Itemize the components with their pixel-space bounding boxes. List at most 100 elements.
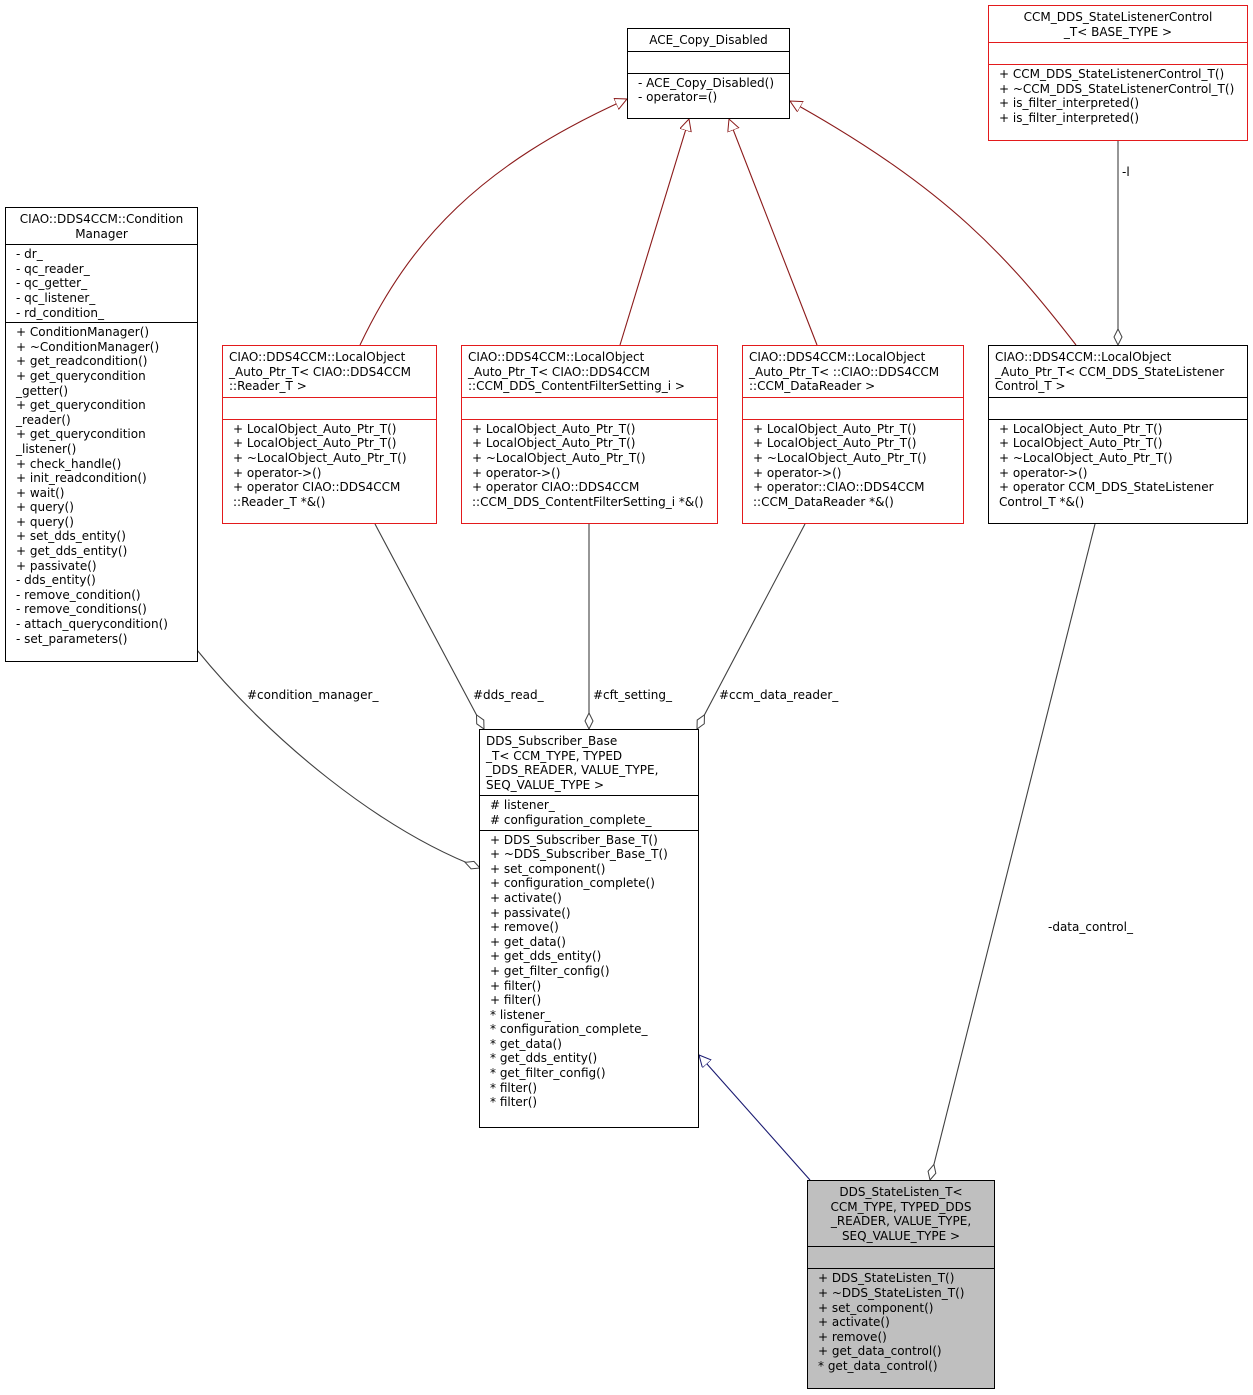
operation-line: + LocalObject_Auto_Ptr_T() [472,436,636,451]
edge-statelistener-to-ace [790,101,1077,346]
class-name-line: CIAO::DDS4CCM::LocalObject [749,350,926,364]
edge-label-ccm-data-reader: #ccm_data_reader_ [719,688,839,702]
edge-label-l: -l [1122,165,1130,179]
class-attributes [989,396,1247,419]
operation-line: + ~LocalObject_Auto_Ptr_T() [472,450,646,465]
class-operations: + LocalObject_Auto_Ptr_T()+ LocalObject_… [989,418,1247,512]
operation-line: + operator->() [472,465,561,480]
class-name-line: _T< CCM_TYPE, TYPED [486,748,623,763]
operation-line: + LocalObject_Auto_Ptr_T() [999,421,1163,436]
class-name-line: CIAO::DDS4CCM::LocalObject [468,350,645,364]
operation-line: - remove_condition() [16,587,141,602]
attribute-line: - dr_ [16,247,43,262]
class-attributes [743,396,963,419]
operation-line: * filter() [490,1095,538,1110]
class-operations: + DDS_StateListen_T()+ ~DDS_StateListen_… [808,1268,994,1375]
operation-line: + operator->() [233,465,322,480]
edge-label-dds-read: #dds_read_ [473,688,544,702]
class-dds-subscriber-base[interactable]: DDS_Subscriber_Base_T< CCM_TYPE, TYPED_D… [479,729,699,1128]
class-localobject-datareader[interactable]: CIAO::DDS4CCM::LocalObject_Auto_Ptr_T< :… [742,345,964,524]
operation-line: - operator=() [638,90,718,105]
operation-line: + ~LocalObject_Auto_Ptr_T() [233,450,407,465]
operation-line: ::CCM_DataReader *&() [753,494,894,509]
class-name-line: CIAO::DDS4CCM::LocalObject [229,350,406,364]
class-title: CCM_DDS_StateListenerControl_T< BASE_TYP… [989,6,1247,42]
operation-line: + ~LocalObject_Auto_Ptr_T() [753,450,927,465]
operation-line: + ~DDS_StateListen_T() [818,1285,965,1300]
class-name-line: _Auto_Ptr_T< CIAO::DDS4CCM [229,364,412,379]
class-title: CIAO::DDS4CCM::LocalObject_Auto_Ptr_T< :… [743,346,963,397]
operation-line: - set_parameters() [16,631,128,646]
operation-line: * configuration_complete_ [490,1022,648,1037]
operation-line: + DDS_Subscriber_Base_T() [490,832,658,847]
class-operations: + ConditionManager()+ ~ConditionManager(… [6,322,197,648]
operation-line: + ~DDS_Subscriber_Base_T() [490,847,668,862]
edge-label-cft-setting: #cft_setting_ [593,688,672,702]
class-attributes [223,396,436,419]
attribute-line: - qc_getter_ [16,276,88,291]
operation-line: + LocalObject_Auto_Ptr_T() [233,436,397,451]
operation-line: - dds_entity() [16,573,96,588]
operation-line: + ~LocalObject_Auto_Ptr_T() [999,450,1173,465]
operation-line: + get_data_control() [818,1344,942,1359]
class-title: DDS_StateListen_T<CCM_TYPE, TYPED_DDS_RE… [808,1181,994,1246]
operation-line: + LocalObject_Auto_Ptr_T() [753,421,917,436]
attribute-line: # listener_ [490,798,555,813]
class-title: ACE_Copy_Disabled [628,29,789,51]
attribute-line: # configuration_complete_ [490,812,652,827]
class-attributes [808,1246,994,1268]
edge-label-condition-manager: #condition_manager_ [247,688,379,702]
class-localobject-cft-setting[interactable]: CIAO::DDS4CCM::LocalObject_Auto_Ptr_T< C… [461,345,718,524]
operation-line: - attach_querycondition() [16,617,168,632]
operation-line: _listener() [16,441,77,456]
attribute-line: - qc_listener_ [16,290,96,305]
class-name-line: _Auto_Ptr_T< CCM_DDS_StateListener [995,364,1225,379]
class-title: DDS_Subscriber_Base_T< CCM_TYPE, TYPED_D… [480,730,698,795]
operation-line: ::Reader_T *&() [233,494,326,509]
class-title: CIAO::DDS4CCM::LocalObject_Auto_Ptr_T< C… [462,346,717,397]
operation-line: + configuration_complete() [490,876,655,891]
class-name-line: Manager [75,226,128,241]
operation-line: + LocalObject_Auto_Ptr_T() [472,421,636,436]
edge-cft-to-ace [619,119,689,346]
operation-line: + DDS_StateListen_T() [818,1271,955,1286]
operation-line: + wait() [16,485,65,500]
class-name-line: SEQ_VALUE_TYPE > [841,1228,961,1243]
operation-line: + LocalObject_Auto_Ptr_T() [999,436,1163,451]
operation-line: + set_component() [490,861,606,876]
operation-line: + is_filter_interpreted() [999,110,1140,125]
operation-line: + operator->() [999,465,1088,480]
operation-line: + query() [16,500,74,515]
operation-line: + get_dds_entity() [16,544,128,559]
class-localobject-statelistener[interactable]: CIAO::DDS4CCM::LocalObject_Auto_Ptr_T< C… [988,345,1248,524]
class-ccm-dds-statelistenercontrol[interactable]: CCM_DDS_StateListenerControl_T< BASE_TYP… [988,5,1248,141]
attribute-line: - rd_condition_ [16,305,104,320]
operation-line: * listener_ [490,1007,551,1022]
operation-line: + query() [16,514,74,529]
edge-reader-to-ace [359,99,627,346]
operation-line: + filter() [490,993,542,1008]
operation-line: + activate() [490,890,562,905]
class-name-line: CCM_TYPE, TYPED_DDS [830,1199,972,1214]
operation-line: + get_querycondition [16,398,146,413]
class-title: CIAO::DDS4CCM::LocalObject_Auto_Ptr_T< C… [223,346,436,397]
class-name-line: DDS_Subscriber_Base [486,734,618,748]
operation-line: + remove() [490,920,559,935]
class-dds-statelisten[interactable]: DDS_StateListen_T<CCM_TYPE, TYPED_DDS_RE… [807,1180,995,1389]
operation-line: + activate() [818,1315,890,1330]
operation-line: - ACE_Copy_Disabled() [638,75,775,90]
edge-label-data-control: -data_control_ [1048,920,1133,934]
operation-line: + remove() [818,1329,887,1344]
class-ace-copy-disabled[interactable]: ACE_Copy_Disabled - ACE_Copy_Disabled()-… [627,28,790,119]
operation-line: + operator CIAO::DDS4CCM [233,480,401,495]
edge-data-control [930,523,1096,1180]
operation-line: + LocalObject_Auto_Ptr_T() [753,436,917,451]
class-name-line: _T< BASE_TYPE > [1063,24,1173,39]
edge-condition-manager [196,649,480,868]
class-localobject-reader[interactable]: CIAO::DDS4CCM::LocalObject_Auto_Ptr_T< C… [222,345,437,524]
operation-line: + get_filter_config() [490,963,610,978]
class-attributes: # listener_# configuration_complete_ [480,795,698,829]
operation-line: + check_handle() [16,456,122,471]
